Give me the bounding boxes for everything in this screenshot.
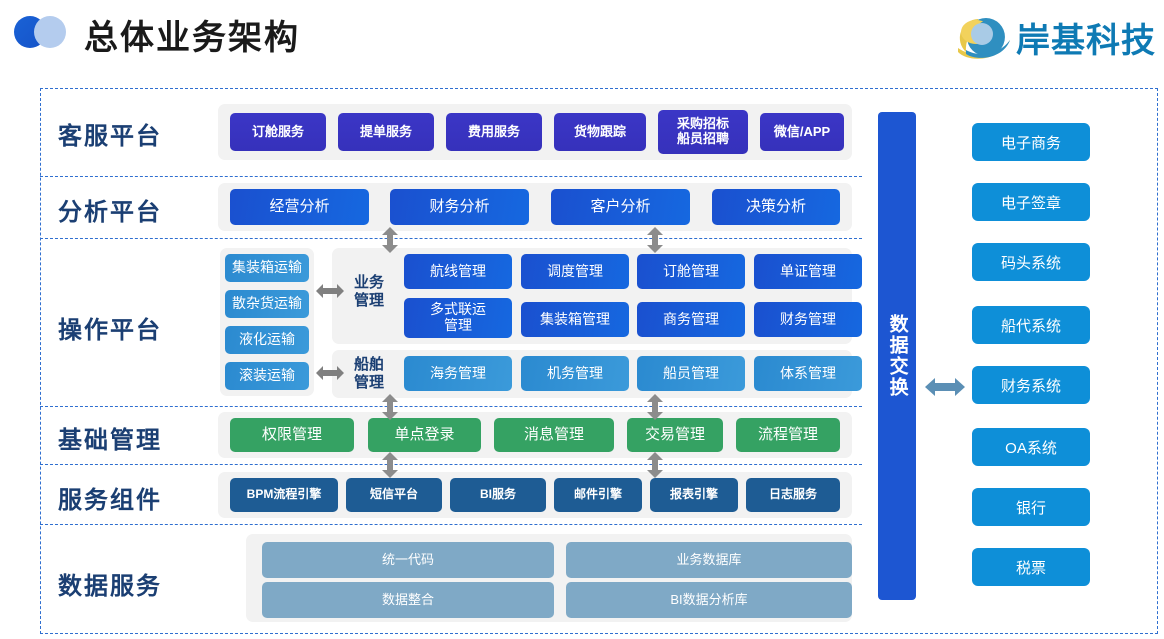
double-arrow-vertical-icon-6 [645, 452, 665, 478]
button-bulk-cargo-transport[interactable]: 散杂货运输 [225, 290, 309, 318]
button-document-management[interactable]: 单证管理 [754, 254, 862, 289]
button-booking-service[interactable]: 订舱服务 [230, 113, 326, 151]
external-system-shipping-agency[interactable]: 船代系统 [972, 306, 1090, 344]
double-arrow-horizontal-icon-business [316, 282, 344, 300]
row-label-operation: 操作平台 [58, 317, 162, 344]
button-cargo-tracking[interactable]: 货物跟踪 [554, 113, 646, 151]
button-marine-management[interactable]: 海务管理 [404, 356, 512, 391]
row-divider-5 [40, 524, 862, 525]
row-label-basic-management: 基础管理 [58, 427, 162, 454]
row-label-service-components: 服务组件 [58, 487, 162, 514]
button-dispatch-management[interactable]: 调度管理 [521, 254, 629, 289]
button-wechat-app[interactable]: 微信/APP [760, 113, 844, 151]
external-system-oa[interactable]: OA系统 [972, 428, 1090, 466]
button-fee-service[interactable]: 费用服务 [446, 113, 542, 151]
button-data-integration[interactable]: 数据整合 [262, 582, 554, 618]
two-circles-icon [14, 16, 76, 48]
button-commerce-management[interactable]: 商务管理 [637, 302, 745, 337]
group-label-business-management: 业务 管理 [353, 274, 384, 309]
data-exchange-label: 数据交换 [886, 314, 908, 398]
row-label-analysis: 分析平台 [58, 199, 162, 226]
double-arrow-horizontal-icon-ship [316, 364, 344, 382]
button-bi-analysis-database[interactable]: BI数据分析库 [566, 582, 852, 618]
button-liquid-transport[interactable]: 液化运输 [225, 326, 309, 354]
button-sms-platform[interactable]: 短信平台 [346, 478, 442, 512]
button-decision-analysis[interactable]: 决策分析 [712, 189, 840, 225]
button-roro-transport[interactable]: 滚装运输 [225, 362, 309, 390]
row-label-customer-service: 客服平台 [58, 123, 162, 150]
button-container-transport[interactable]: 集装箱运输 [225, 254, 309, 282]
row-customer-service: 客服平台 订舱服务 提单服务 费用服务 货物跟踪 采购招标 船员招聘 微信/AP… [40, 88, 862, 176]
button-report-engine[interactable]: 报表引擎 [650, 478, 738, 512]
double-arrow-vertical-icon-5 [380, 452, 400, 478]
panel-service-components: BPM流程引擎 短信平台 BI服务 邮件引擎 报表引擎 日志服务 [218, 472, 852, 518]
row-divider-2 [40, 238, 862, 239]
double-arrow-vertical-icon-4 [645, 394, 665, 420]
button-finance-management[interactable]: 财务管理 [754, 302, 862, 337]
row-divider-3 [40, 406, 862, 407]
row-service-components: 服务组件 BPM流程引擎 短信平台 BI服务 邮件引擎 报表引擎 日志服务 [40, 464, 862, 524]
data-exchange-bar[interactable]: 数据交换 [878, 112, 916, 600]
button-single-sign-on[interactable]: 单点登录 [368, 418, 481, 452]
brand-name: 岸基科技 [1016, 21, 1156, 60]
button-transaction-management[interactable]: 交易管理 [627, 418, 723, 452]
button-bi-service[interactable]: BI服务 [450, 478, 546, 512]
button-container-management[interactable]: 集装箱管理 [521, 302, 629, 337]
button-message-management[interactable]: 消息管理 [494, 418, 614, 452]
button-process-management[interactable]: 流程管理 [736, 418, 840, 452]
group-label-ship-management: 船舶 管理 [353, 356, 384, 391]
panel-basic-management: 权限管理 单点登录 消息管理 交易管理 流程管理 [218, 412, 852, 458]
architecture-frame [40, 88, 1158, 634]
button-engineering-management[interactable]: 机务管理 [521, 356, 629, 391]
button-unified-code[interactable]: 统一代码 [262, 542, 554, 578]
page-title: 总体业务架构 [84, 19, 300, 57]
double-arrow-horizontal-icon-exchange [925, 375, 965, 399]
button-route-management[interactable]: 航线管理 [404, 254, 512, 289]
external-system-bank[interactable]: 银行 [972, 488, 1090, 526]
button-bpm-engine[interactable]: BPM流程引擎 [230, 478, 338, 512]
wave-circle-logo-icon [958, 17, 1010, 59]
button-customer-analysis[interactable]: 客户分析 [551, 189, 690, 225]
button-finance-analysis[interactable]: 财务分析 [390, 189, 529, 225]
button-business-analysis[interactable]: 经营分析 [230, 189, 369, 225]
row-label-data-service: 数据服务 [58, 573, 162, 600]
external-system-tax-invoice[interactable]: 税票 [972, 548, 1090, 586]
button-booking-management[interactable]: 订舱管理 [637, 254, 745, 289]
brand-logo: 岸基科技 [956, 8, 1156, 66]
external-system-finance[interactable]: 财务系统 [972, 366, 1090, 404]
page-header: 总体业务架构 岸基科技 [0, 0, 1164, 78]
button-multimodal-management[interactable]: 多式联运 管理 [404, 298, 512, 338]
row-data-service: 数据服务 统一代码 业务数据库 数据整合 BI数据分析库 [40, 524, 862, 634]
external-system-e-signature[interactable]: 电子签章 [972, 183, 1090, 221]
button-business-database[interactable]: 业务数据库 [566, 542, 852, 578]
external-system-terminal[interactable]: 码头系统 [972, 243, 1090, 281]
panel-customer-service: 订舱服务 提单服务 费用服务 货物跟踪 采购招标 船员招聘 微信/APP [218, 104, 852, 160]
row-basic-management: 基础管理 权限管理 单点登录 消息管理 交易管理 流程管理 [40, 406, 862, 464]
panel-analysis: 经营分析 财务分析 客户分析 决策分析 [218, 183, 852, 231]
button-crew-management[interactable]: 船员管理 [637, 356, 745, 391]
button-system-management[interactable]: 体系管理 [754, 356, 862, 391]
button-procurement-recruitment[interactable]: 采购招标 船员招聘 [658, 110, 748, 154]
external-system-ecommerce[interactable]: 电子商务 [972, 123, 1090, 161]
button-permission-management[interactable]: 权限管理 [230, 418, 354, 452]
double-arrow-vertical-icon-2 [645, 227, 665, 253]
button-bill-service[interactable]: 提单服务 [338, 113, 434, 151]
row-analysis: 分析平台 经营分析 财务分析 客户分析 决策分析 [40, 176, 862, 238]
row-divider-1 [40, 176, 862, 177]
double-arrow-vertical-icon-3 [380, 394, 400, 420]
panel-data-service: 统一代码 业务数据库 数据整合 BI数据分析库 [246, 534, 852, 622]
row-operation: 操作平台 集装箱运输 散杂货运输 液化运输 滚装运输 业务 管理 航线管理 调度… [40, 238, 862, 406]
circle-light [34, 16, 66, 48]
row-divider-4 [40, 464, 862, 465]
button-log-service[interactable]: 日志服务 [746, 478, 840, 512]
double-arrow-vertical-icon-1 [380, 227, 400, 253]
button-mail-engine[interactable]: 邮件引擎 [554, 478, 642, 512]
